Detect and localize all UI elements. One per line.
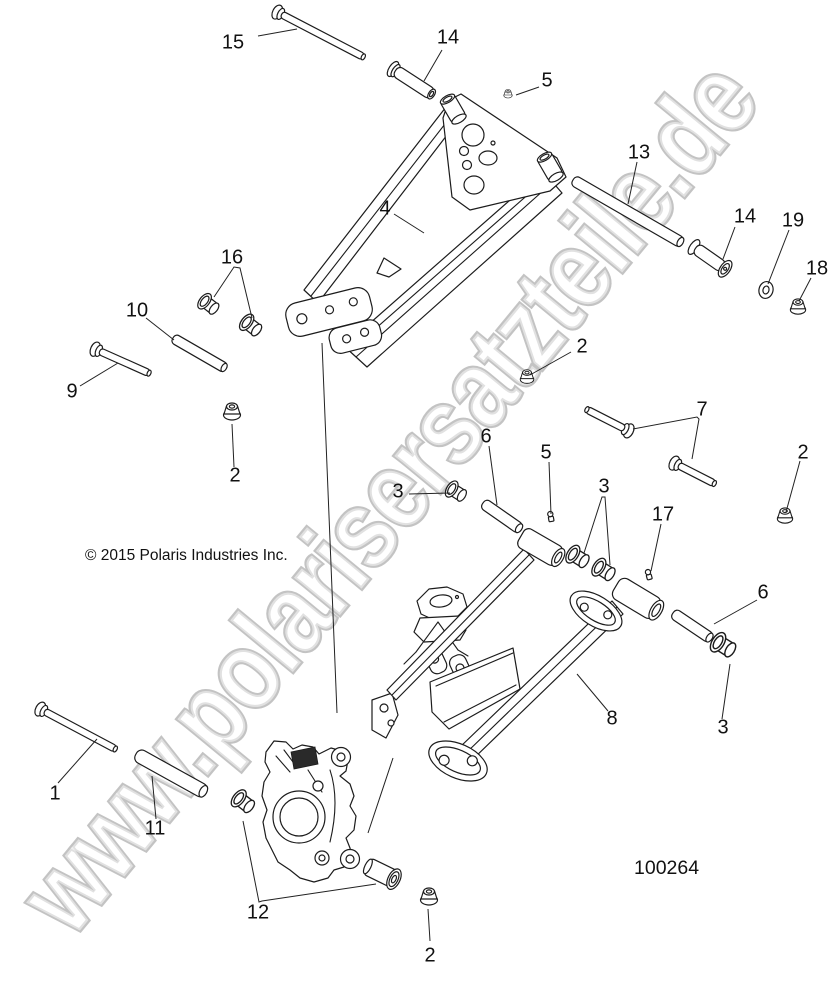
part-bolt-7a [584,406,635,439]
part-bushing-3-mid1 [562,542,594,573]
callout-17: 17 [651,503,675,526]
part-washer-19 [756,279,776,301]
callout-15: 15 [221,31,245,54]
part-tube-11 [134,749,209,798]
callout-9: 9 [66,380,78,403]
callout-10: 10 [125,299,149,322]
part-nut-5-top [503,89,513,99]
part-pin-14-top [386,60,437,100]
callout-7: 7 [696,398,708,421]
callout-19: 19 [781,209,805,232]
callout-2: 2 [229,464,241,487]
callout-2: 2 [576,335,588,358]
callout-5: 5 [541,69,553,92]
part-pin-14-right [687,239,733,278]
part-upper-arm [386,528,566,701]
part-nut-2-left [222,402,242,421]
part-number-text: 100264 [634,857,700,879]
callout-3: 3 [598,475,610,498]
assembly-lines [321,342,394,834]
callout-16: 16 [220,246,244,269]
callout-14: 14 [733,205,757,228]
callout-5: 5 [540,441,552,464]
callout-3: 3 [717,716,729,739]
part-bushing-16a [194,290,223,319]
callout-14: 14 [436,26,460,49]
callout-1: 1 [49,782,61,805]
part-tube-10 [171,334,228,373]
part-bushing-12a [227,786,259,818]
part-nut-2-bottom [419,887,439,906]
callout-4: 4 [379,197,391,220]
callout-2: 2 [424,944,436,967]
part-bolt-15 [271,4,367,61]
watermark-text: www.polarisersatzteile.de [0,39,781,956]
callout-8: 8 [606,707,618,730]
callout-6: 6 [757,581,769,604]
callout-6: 6 [480,425,492,448]
part-bushing-12b [362,858,402,890]
callout-2: 2 [797,441,809,464]
part-nut-18 [789,298,807,315]
part-nut-2-right [776,507,794,524]
part-tube-6-left [481,499,524,534]
part-bolt-1 [34,701,119,753]
part-radius-rod-8 [428,577,665,782]
callout-3: 3 [392,480,404,503]
callout-13: 13 [627,141,651,164]
part-nut-2-topmid [519,369,535,384]
part-bolt-7b [668,455,718,488]
copyright-text: © 2015 Polaris Industries Inc. [85,547,288,564]
leader-lines [57,28,812,942]
part-bushing-3-mid2 [588,555,620,586]
part-bolt-9 [89,341,152,377]
callout-12: 12 [246,901,270,924]
callout-18: 18 [805,257,829,280]
part-tube-13 [571,176,685,248]
part-knuckle [261,740,361,883]
callout-11: 11 [144,817,166,840]
part-a-arm-4 [285,93,567,368]
part-tube-6-right [671,609,714,643]
